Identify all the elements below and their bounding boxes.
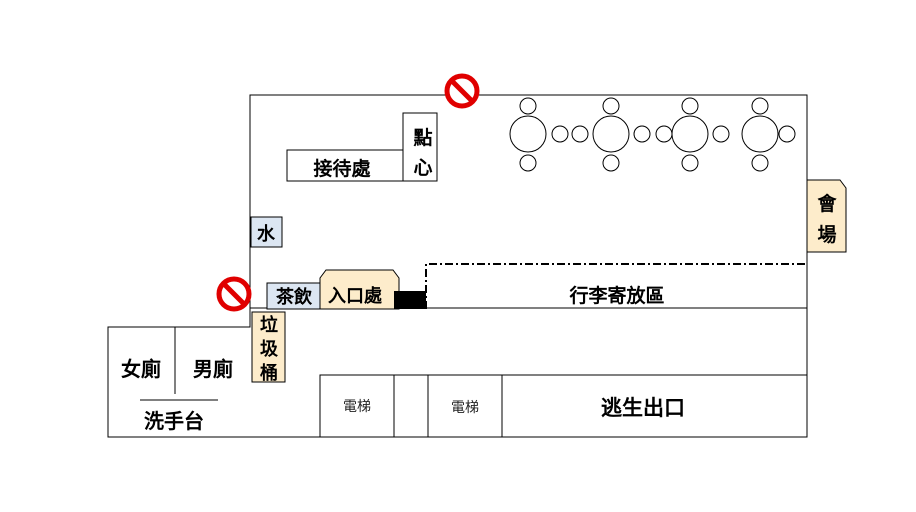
water-station bbox=[250, 216, 283, 248]
women-restroom-label: 女廁 bbox=[121, 357, 161, 381]
round-table-icon bbox=[509, 115, 547, 153]
tea-label: 茶飲 bbox=[276, 286, 313, 308]
reception-desk bbox=[286, 149, 404, 182]
elevator-row bbox=[319, 374, 808, 438]
venue-label-1: 會 bbox=[817, 192, 837, 215]
elevator-1 bbox=[319, 374, 395, 438]
luggage-area-border bbox=[425, 263, 807, 309]
trash-bin bbox=[251, 311, 286, 383]
no-entry-icon bbox=[444, 73, 480, 109]
reception-label: 接待處 bbox=[313, 157, 371, 180]
chair-icon bbox=[778, 125, 796, 143]
elevator-2-label: 電梯 bbox=[451, 400, 479, 416]
no-entry-icon bbox=[216, 276, 252, 312]
entrance-label: 入口處 bbox=[328, 286, 382, 307]
chair-icon bbox=[681, 154, 699, 172]
emergency-exit[interactable] bbox=[501, 374, 808, 438]
chair-icon bbox=[519, 154, 537, 172]
chair-icon bbox=[633, 125, 651, 143]
snack-label-1: 點 bbox=[412, 126, 432, 149]
water-label: 水 bbox=[257, 223, 276, 245]
round-table-icon bbox=[592, 115, 630, 153]
round-table-icon bbox=[741, 115, 779, 153]
chair-icon bbox=[551, 125, 569, 143]
entrance-block bbox=[394, 291, 426, 309]
venue-door[interactable] bbox=[806, 179, 847, 253]
elevator-gap bbox=[393, 374, 429, 438]
chair-icon bbox=[602, 97, 620, 115]
venue-label-2: 場 bbox=[817, 224, 836, 246]
snack-label-2: 心 bbox=[413, 157, 432, 179]
chair-icon bbox=[681, 97, 699, 115]
luggage-area-label: 行李寄放區 bbox=[568, 284, 664, 307]
trash-label-3: 桶 bbox=[260, 362, 278, 384]
chair-icon bbox=[751, 154, 769, 172]
exit-label: 逃生出口 bbox=[601, 396, 685, 420]
chair-icon bbox=[519, 97, 537, 115]
round-table-icon bbox=[671, 115, 709, 153]
sink-label: 洗手台 bbox=[144, 409, 204, 433]
chair-icon bbox=[602, 154, 620, 172]
elevator-1-label: 電梯 bbox=[343, 399, 371, 415]
chair-icon bbox=[655, 125, 673, 143]
snack-box bbox=[402, 112, 438, 182]
trash-label-1: 垃 bbox=[260, 314, 278, 336]
chair-icon bbox=[751, 97, 769, 115]
trash-label-2: 圾 bbox=[260, 339, 279, 360]
men-restroom-label: 男廁 bbox=[193, 357, 233, 381]
elevator-2 bbox=[427, 374, 503, 438]
chair-icon bbox=[571, 125, 589, 143]
tables-area bbox=[509, 97, 796, 172]
chair-icon bbox=[712, 125, 730, 143]
